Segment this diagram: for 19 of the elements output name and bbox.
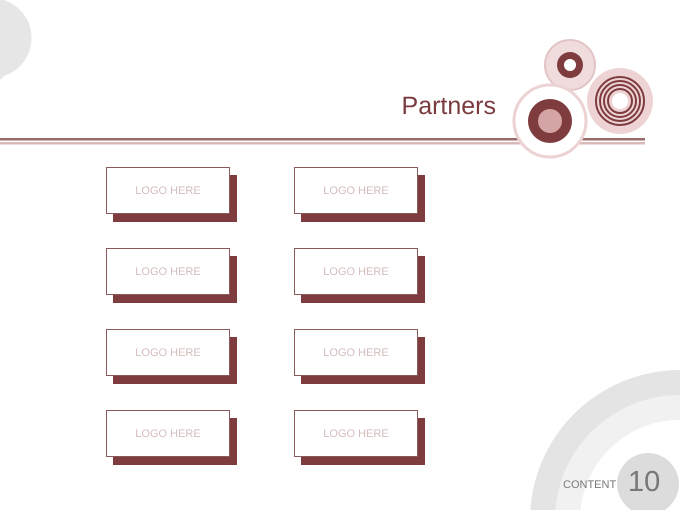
placeholder-card [106, 410, 230, 457]
placeholder-card [106, 167, 230, 214]
placeholder-text: LOGO HERE [135, 428, 201, 440]
placeholder-card [294, 329, 418, 376]
page-number: 10 [628, 466, 660, 499]
placeholder-card [294, 248, 418, 295]
placeholder-card [106, 248, 230, 295]
slide-title: Partners [400, 92, 496, 121]
placeholder-text: LOGO HERE [323, 184, 389, 196]
placeholder-text: LOGO HERE [135, 266, 201, 278]
placeholder-text: LOGO HERE [323, 428, 389, 440]
section-label: CONTENT [563, 479, 616, 491]
placeholder-card [294, 167, 418, 214]
placeholder-card [294, 410, 418, 457]
placeholder-text: LOGO HERE [135, 346, 201, 358]
placeholder-text: LOGO HERE [323, 266, 389, 278]
placeholder-text: LOGO HERE [135, 184, 201, 196]
placeholder-text: LOGO HERE [323, 346, 389, 358]
placeholder-card [106, 329, 230, 376]
